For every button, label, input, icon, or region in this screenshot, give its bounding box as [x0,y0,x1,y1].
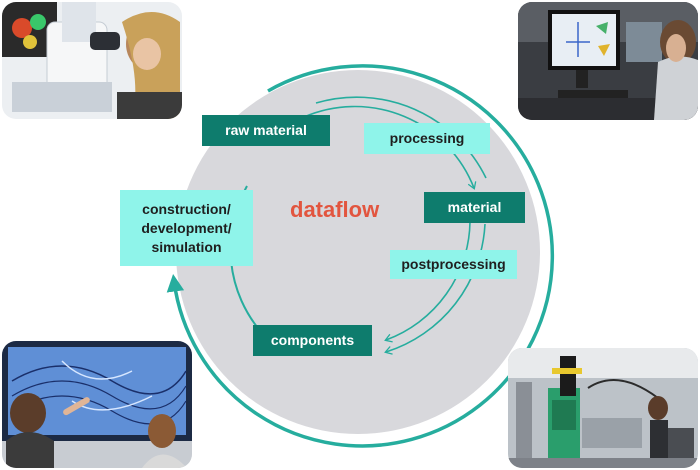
material-label: material [447,199,502,215]
right-inner-arc-1 [384,221,471,343]
touchscreen-simulation-photo [2,341,192,468]
dataflow-title: dataflow [290,197,380,222]
processing-box: processing [364,123,490,154]
microscope-photo [2,2,182,119]
construction-label-line-3: simulation [151,238,222,255]
top-inner-arc-2 [315,96,487,179]
construction-label-line-2: development/ [141,219,232,236]
construction-label-line-1: construction/ [142,200,231,217]
right-inner-arc-2 [384,223,486,355]
raw-material-box: raw material [202,115,330,146]
components-label: components [270,332,355,348]
postprocessing-box: postprocessing [390,250,517,279]
processing-label: processing [389,130,465,146]
components-box: components [253,325,372,356]
computer-workstation-photo [518,2,698,120]
raw-material-label: raw material [225,122,307,138]
postprocessing-label: postprocessing [401,256,506,272]
outer-cycle-arrow [166,64,555,448]
construction-box: construction/ development/ simulation [120,190,253,266]
material-box: material [424,192,525,223]
injection-molding-machine-photo [508,348,698,468]
top-inner-arc-1 [303,105,477,190]
